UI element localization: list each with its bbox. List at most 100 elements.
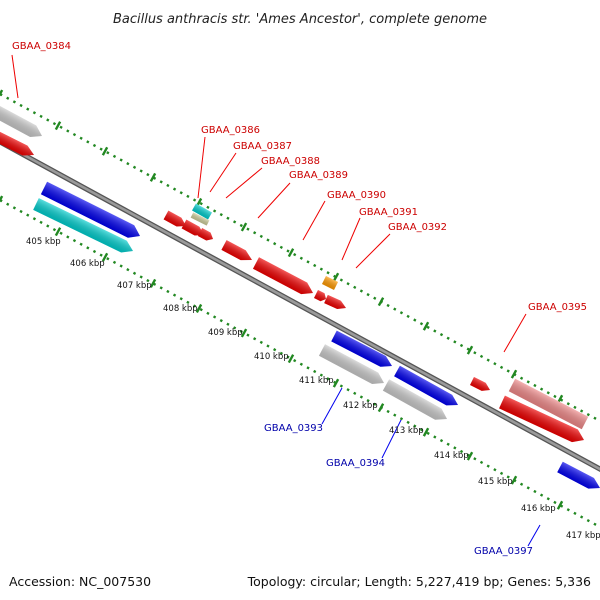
cds-arrow <box>40 181 140 238</box>
cds-arrow <box>394 365 458 406</box>
tick-mark <box>101 146 109 156</box>
cds-arrow <box>33 198 134 253</box>
tick-mark <box>510 369 518 379</box>
gene-label-forward[interactable]: GBAA_0389 <box>289 170 348 181</box>
cds-arrow-shade <box>331 330 392 367</box>
tick-mark <box>101 252 109 262</box>
label-leaders <box>11 54 541 547</box>
cds-arrow <box>197 228 213 241</box>
tick-label: 412 kbp <box>343 401 378 411</box>
tick-mark <box>287 354 295 364</box>
tick-mark <box>422 321 430 331</box>
gene-label-forward[interactable]: GBAA_0387 <box>233 141 292 152</box>
tick-mark <box>149 172 157 182</box>
cds-arrow-shade <box>313 289 326 302</box>
tick-mark <box>377 297 385 307</box>
leader-line <box>341 217 361 261</box>
leader-line <box>321 387 343 425</box>
tick-label: 409 kbp <box>208 328 243 338</box>
tick-mark <box>287 248 295 258</box>
cds-arrow <box>313 289 326 302</box>
cds-arrow <box>318 344 384 385</box>
gene-label-forward[interactable]: GBAA_0391 <box>359 207 418 218</box>
tick-label: 413 kbp <box>389 426 424 436</box>
cds-arrow-shade <box>181 219 204 236</box>
tick-label: 415 kbp <box>478 477 513 487</box>
cds-arrow <box>382 379 447 420</box>
cds-arrow-shade <box>221 240 253 261</box>
cds-box <box>190 212 210 226</box>
cds-arrow <box>469 376 490 391</box>
tick-mark <box>332 272 340 282</box>
gene-label-forward[interactable]: GBAA_0395 <box>528 302 587 313</box>
cds-arrow-shade <box>0 102 43 137</box>
cds-box <box>192 203 212 220</box>
cds-arrow <box>163 210 186 227</box>
cds-box-shade <box>508 378 589 430</box>
leader-line <box>527 524 541 547</box>
gene-features <box>0 102 600 489</box>
cds-box-shade <box>192 203 212 220</box>
tick-label: 411 kbp <box>299 376 334 386</box>
gene-label-forward[interactable]: GBAA_0384 <box>12 41 71 52</box>
rail-upper <box>0 92 600 423</box>
backbone-highlight <box>0 140 600 471</box>
cds-box-shade <box>190 212 210 226</box>
cds-box-shade <box>321 275 339 291</box>
tick-label: 406 kbp <box>70 259 105 269</box>
tick-mark <box>195 303 203 313</box>
genome-summary-text: Topology: circular; Length: 5,227,419 bp… <box>247 574 591 589</box>
tick-mark <box>377 403 385 413</box>
cds-arrow <box>557 461 600 489</box>
leader-line <box>225 167 263 199</box>
cds-arrow-shade <box>499 395 585 443</box>
leader-line <box>209 152 237 193</box>
map-title: Bacillus anthracis str. 'Ames Ancestor',… <box>113 12 487 27</box>
cds-arrow-shade <box>33 198 134 253</box>
tick-mark <box>0 89 4 97</box>
leader-line <box>257 182 291 219</box>
cds-arrow-shade <box>557 461 600 489</box>
leader-line <box>302 200 326 241</box>
gene-label-reverse[interactable]: GBAA_0394 <box>326 458 385 469</box>
leader-line <box>11 54 19 99</box>
cds-arrow <box>221 240 253 261</box>
scale-ticks <box>0 89 564 510</box>
cds-arrow <box>499 395 585 443</box>
cds-arrow-shade <box>394 365 458 406</box>
tick-mark <box>422 427 430 437</box>
accession-text: Accession: NC_007530 <box>9 574 151 589</box>
cds-arrow <box>252 257 313 295</box>
cds-arrow <box>0 102 43 137</box>
tick-mark <box>54 121 62 131</box>
leader-line <box>355 233 391 269</box>
tick-mark <box>240 328 248 338</box>
cds-arrow <box>331 330 392 367</box>
cds-arrow-shade <box>382 379 447 420</box>
gene-label-reverse[interactable]: GBAA_0397 <box>474 546 533 557</box>
tick-label: 407 kbp <box>117 281 152 291</box>
cds-arrow-shade <box>469 376 490 391</box>
gene-label-forward[interactable]: GBAA_0390 <box>327 190 386 201</box>
leader-line <box>197 136 206 199</box>
tick-mark <box>466 451 474 461</box>
cds-arrow <box>0 128 35 156</box>
tick-label: 405 kbp <box>26 237 61 247</box>
cds-arrow-shade <box>163 210 186 227</box>
cds-box <box>321 275 339 291</box>
gene-label-reverse[interactable]: GBAA_0393 <box>264 423 323 434</box>
cds-arrow-shade <box>40 181 140 238</box>
leader-line <box>381 419 402 459</box>
tick-mark <box>332 378 340 388</box>
gene-label-forward[interactable]: GBAA_0388 <box>261 156 320 167</box>
tick-mark <box>54 227 62 237</box>
cds-box <box>508 378 589 430</box>
tick-mark <box>240 222 248 232</box>
cds-arrow <box>324 294 346 309</box>
tick-label: 414 kbp <box>434 451 469 461</box>
gene-label-forward[interactable]: GBAA_0386 <box>201 125 260 136</box>
tick-label: 410 kbp <box>254 352 289 362</box>
cds-arrow-shade <box>324 294 346 309</box>
gene-label-forward[interactable]: GBAA_0392 <box>388 222 447 233</box>
